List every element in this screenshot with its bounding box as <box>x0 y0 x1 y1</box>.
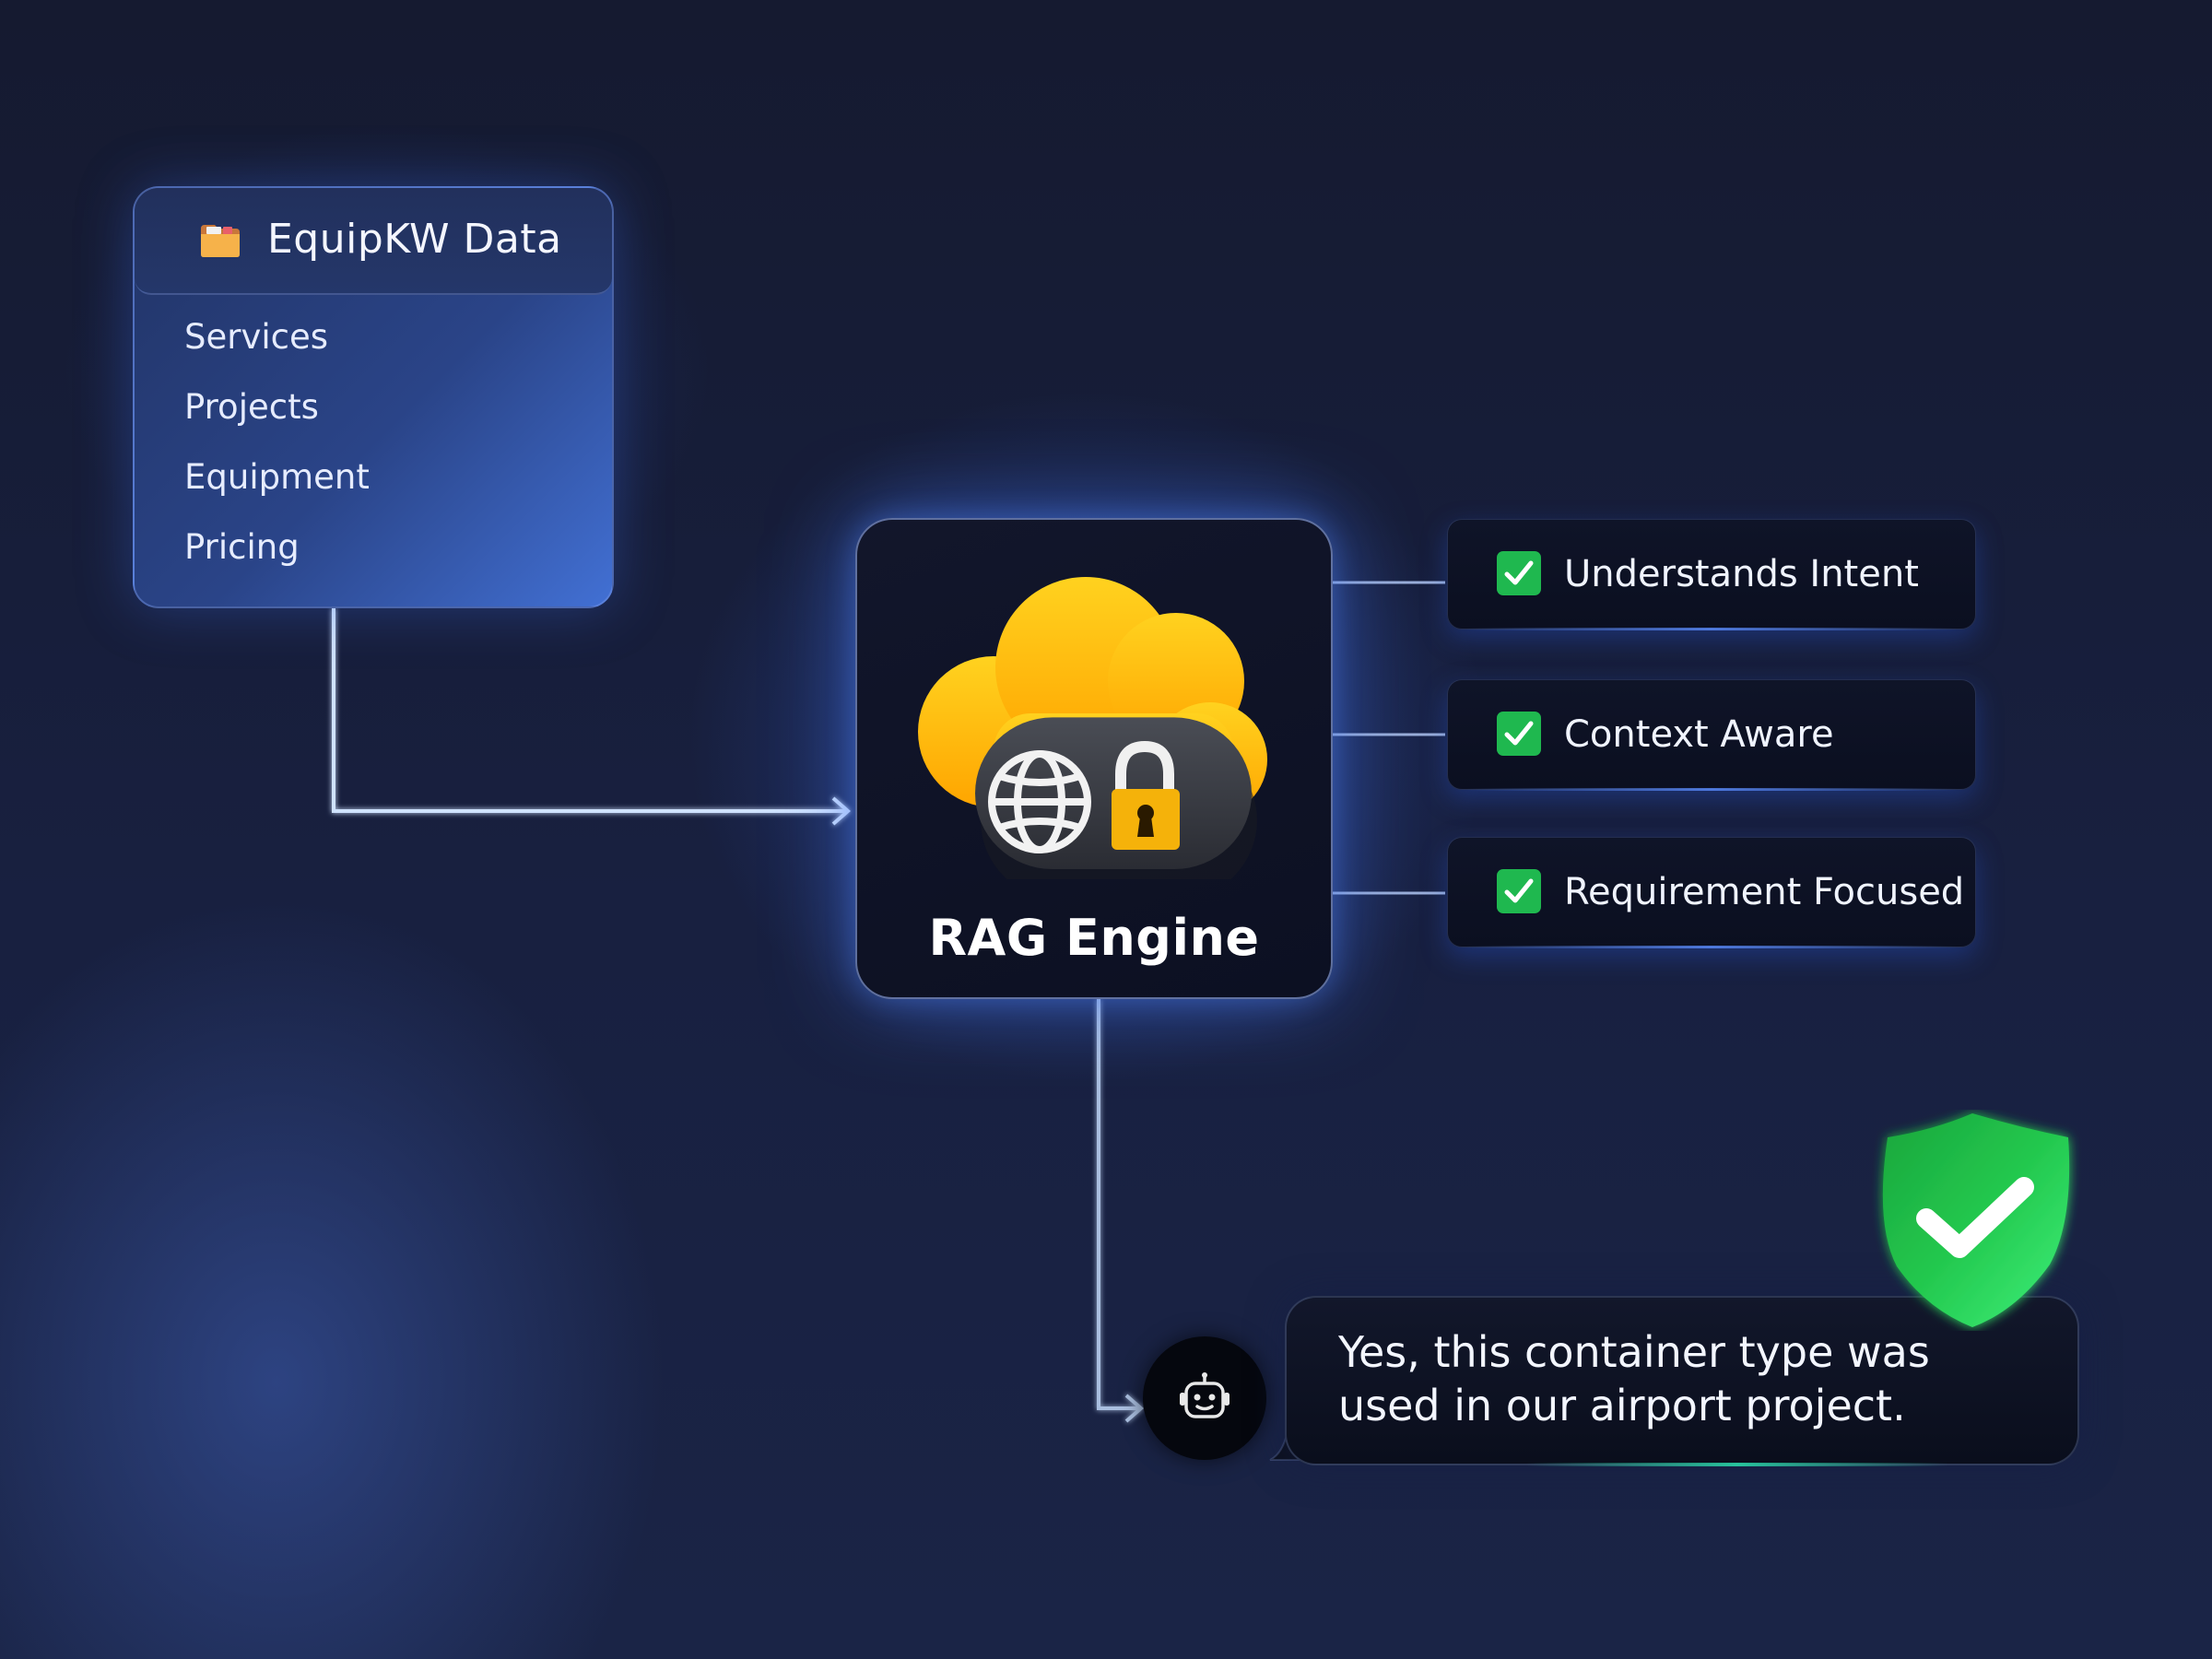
feature-context-aware: Context Aware <box>1447 679 1976 791</box>
panel-item-equipment: Equipment <box>184 457 370 497</box>
panel-title: EquipKW Data <box>267 216 562 263</box>
chat-response-bubble: Yes, this container type was used in our… <box>1285 1296 2079 1466</box>
feature-glow <box>1466 946 1957 948</box>
panel-item-services: Services <box>184 317 329 357</box>
panel-item-pricing: Pricing <box>184 527 300 567</box>
data-source-panel: EquipKW Data Services Projects Equipment… <box>133 186 614 608</box>
checkbox-checked-icon <box>1497 551 1541 595</box>
feature-label: Context Aware <box>1564 713 1834 756</box>
data-to-engine-arrow <box>332 608 852 826</box>
checkbox-checked-icon <box>1497 869 1541 913</box>
engine-label: RAG Engine <box>928 909 1260 967</box>
rag-engine-card: RAG Engine <box>855 518 1333 999</box>
feature-label: Requirement Focused <box>1564 871 1965 913</box>
checkbox-checked-icon <box>1497 712 1541 756</box>
padlock-icon <box>1112 740 1180 850</box>
shield-check-icon <box>1882 1113 2070 1327</box>
feature-understands-intent: Understands Intent <box>1447 519 1976 630</box>
folder-icon <box>201 225 240 257</box>
secure-cloud-icon <box>918 577 1267 879</box>
feature-glow <box>1466 788 1957 791</box>
bot-avatar <box>1143 1336 1266 1460</box>
panel-header: EquipKW Data <box>135 188 612 295</box>
feature-label: Understands Intent <box>1564 553 1919 595</box>
panel-item-projects: Projects <box>184 387 319 427</box>
chat-glow <box>1526 1463 1948 1466</box>
feature-glow <box>1466 628 1957 630</box>
chat-message: Yes, this container type was used in our… <box>1338 1327 1930 1430</box>
feature-requirement-focused: Requirement Focused <box>1447 837 1976 948</box>
robot-icon <box>1180 1372 1230 1418</box>
globe-icon <box>988 750 1091 853</box>
engine-to-feature-lines <box>1333 581 1445 895</box>
engine-to-chat-arrow <box>1097 999 1145 1423</box>
